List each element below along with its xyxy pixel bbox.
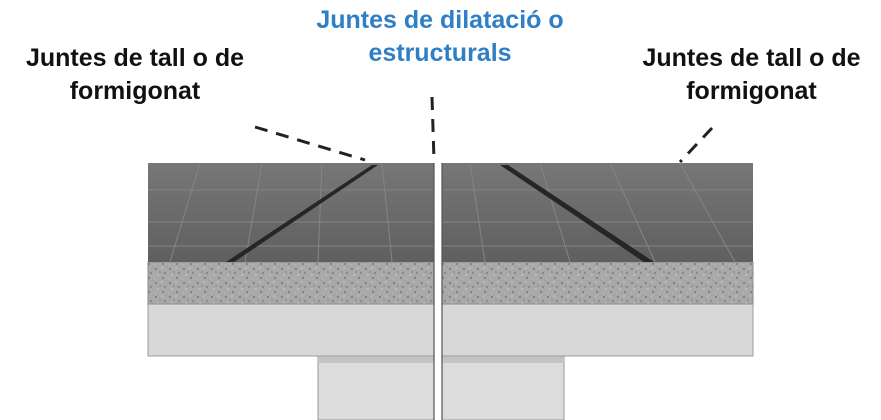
leader-center [430,96,436,161]
expansion-joint-gap [433,163,443,420]
right-slab [441,162,754,357]
label-left-line1: Juntes de tall o de [25,44,245,72]
leader-right [678,126,714,164]
leader-lines [254,96,714,164]
label-cut-joint-right: Juntes de tall o de formigonat [622,42,881,108]
label-center-line2: estructurals [368,39,512,67]
leader-left [254,125,366,162]
right-cut-joint [500,165,654,262]
label-center-line1: Juntes de dilatació o [316,6,564,34]
label-expansion-joint: Juntes de dilatació o estructurals [290,4,590,70]
label-left-line2: formigonat [69,77,201,105]
label-cut-joint-left: Juntes de tall o de formigonat [0,42,270,108]
left-cut-joint [226,165,378,262]
label-right-line2: formigonat [686,77,817,105]
left-slab [147,162,435,357]
label-right-line1: Juntes de tall o de [642,44,861,72]
